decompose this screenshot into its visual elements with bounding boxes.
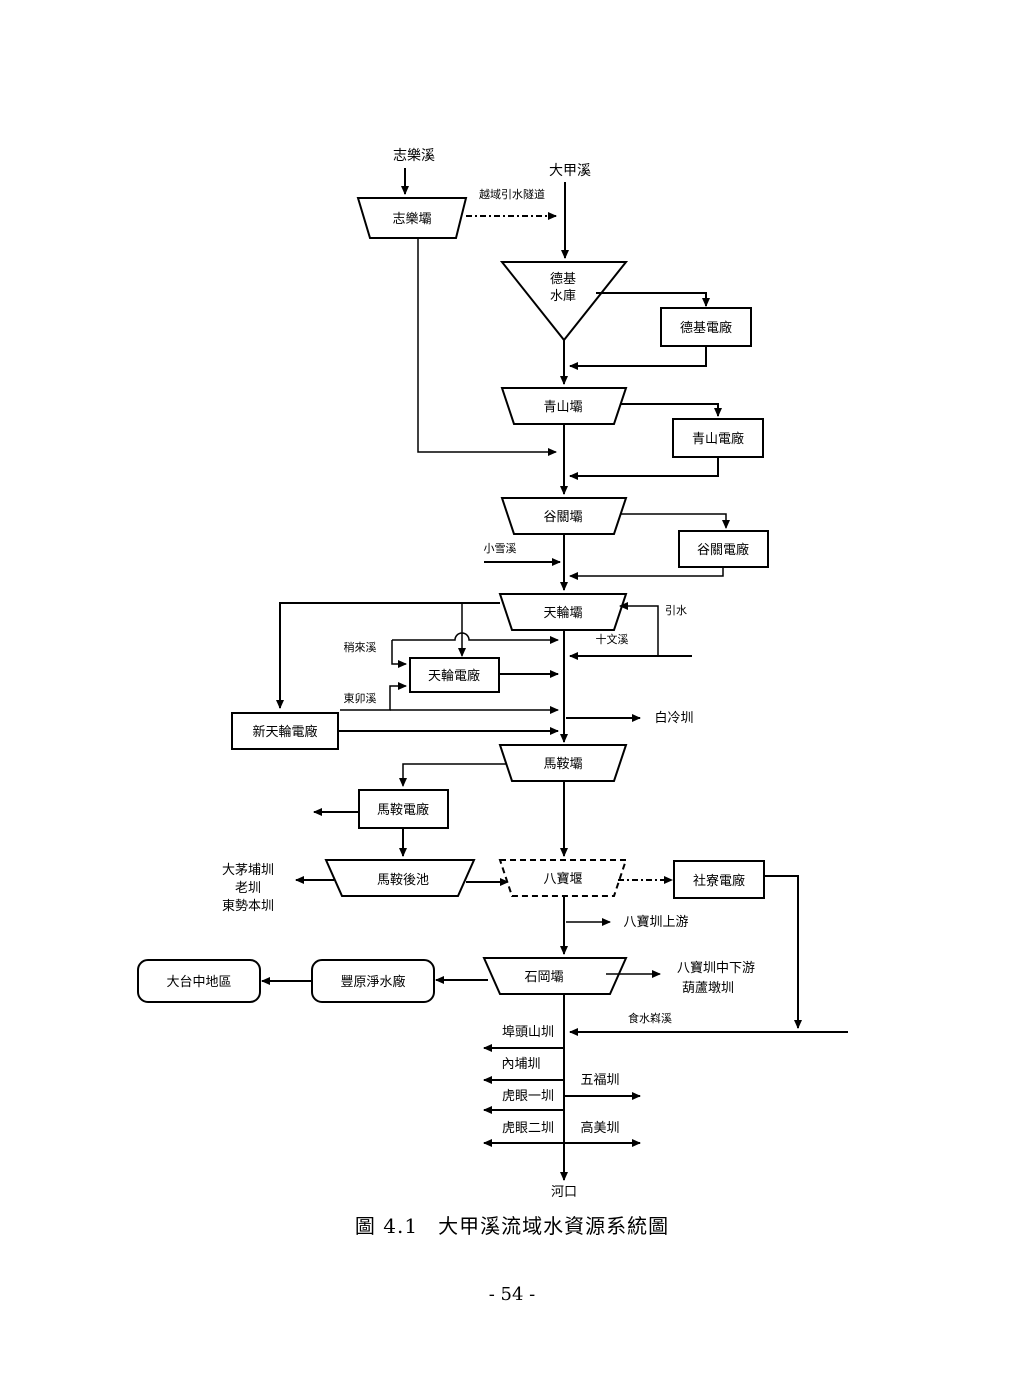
water-system-diagram: 志樂溪 大甲溪 志樂壩 越域引水隧道 德基 水庫 德基電廠 青山壩 青山電廠 谷… — [137, 147, 848, 1200]
maan-power-label: 馬鞍電廠 — [377, 802, 429, 818]
guguan-weir-shape — [500, 497, 628, 535]
new-tianlun-power-label: 新天輪電廠 — [252, 724, 317, 740]
babao-weir-shape — [498, 859, 628, 897]
baileng-canal-label: 白冷圳 — [654, 710, 693, 726]
figure-title: 大甲溪流域水資源系統圖 — [438, 1214, 670, 1238]
deji-power-feed — [596, 292, 710, 307]
tianlun-power-label: 天輪電廠 — [428, 668, 480, 684]
shigang-weir-label: 石岡壩 — [524, 970, 563, 985]
page-number: - 54 - — [488, 1284, 536, 1305]
maan-pond-shape — [324, 859, 476, 897]
shaolai-creek-label: 稍來溪 — [344, 640, 377, 654]
guguan-power-feed — [620, 513, 730, 529]
qingshan-power-label: 青山電廠 — [692, 431, 744, 447]
qingshan-power-return — [569, 457, 719, 480]
sheliao-power-label: 社寮電廠 — [693, 873, 745, 889]
zhile-weir-label: 志樂壩 — [392, 211, 431, 227]
guguan-power-return — [569, 567, 724, 580]
estuary-label: 河口 — [551, 1185, 577, 1200]
qingshan-weir-shape — [500, 387, 628, 425]
shigang-weir-shape — [482, 957, 628, 995]
figure-caption: 圖 4.1 大甲溪流域水資源系統圖 — [0, 1210, 1024, 1239]
maan-weir-label: 馬鞍壩 — [543, 756, 582, 772]
maan-power-feed — [399, 763, 506, 787]
shaolai-creek-arrow — [392, 632, 559, 644]
sheliao-power-return — [764, 875, 802, 1029]
deji-power-label: 德基電廠 — [680, 320, 732, 336]
shiwen-creek-label: 十文溪 — [596, 632, 629, 646]
yinshui-label: 引水 — [665, 603, 687, 617]
new-tianlun-feed — [276, 602, 500, 709]
guguan-power-label: 谷關電廠 — [697, 542, 749, 558]
tunnel-label: 越域引水隧道 — [479, 187, 545, 201]
qingshan-power-box — [672, 418, 764, 458]
babao-upper-label: 八寶圳上游 — [623, 914, 688, 930]
huyan1-canal-label: 虎眼一圳 — [502, 1089, 554, 1104]
figure-number: 圖 4.1 — [354, 1214, 419, 1238]
fengyuan-plant-label: 豐原淨水廠 — [340, 974, 405, 990]
deji-reservoir-label-2: 水庫 — [550, 289, 576, 304]
babao-weir-label: 八寶堰 — [543, 871, 582, 887]
deji-reservoir-shape — [499, 261, 629, 342]
babao-midlower-label: 八寶圳中下游 — [677, 960, 755, 976]
dongmao-to-tianlun — [340, 682, 407, 711]
taichung-area-label: 大台中地區 — [166, 975, 231, 990]
gaomei-canal-label: 高美圳 — [580, 1120, 619, 1136]
hulutun-canal-label: 葫蘆墩圳 — [682, 981, 734, 996]
sheliao-power-box — [673, 860, 765, 899]
xiaoxue-creek-label: 小雪溪 — [484, 542, 517, 555]
deji-power-return — [569, 346, 707, 370]
yinshui-arrow — [619, 602, 659, 622]
shishuike-creek-label: 食水嵙溪 — [628, 1011, 672, 1025]
neipu-canal-label: 內埔圳 — [501, 1057, 540, 1072]
guguan-weir-label: 谷關壩 — [543, 510, 582, 525]
maan-weir-shape — [498, 744, 628, 782]
qingshan-weir-label: 青山壩 — [543, 400, 582, 415]
tianlun-weir-shape — [498, 593, 628, 631]
deji-reservoir-label-1: 德基 — [550, 272, 576, 287]
left-canal-2-label: 老圳 — [235, 881, 261, 896]
dongmao-creek-label: 東卯溪 — [344, 692, 377, 705]
taichung-area-box — [137, 959, 261, 1003]
dajia-creek-label: 大甲溪 — [549, 163, 591, 179]
huyan2-canal-label: 虎眼二圳 — [502, 1121, 554, 1136]
wufu-canal-label: 五福圳 — [580, 1073, 619, 1088]
shaolai-to-tianlun — [391, 640, 407, 668]
zhile-weir-shape — [356, 197, 468, 239]
daotoushan-canal-label: 埠頭山圳 — [502, 1025, 554, 1040]
qingshan-power-feed — [620, 403, 722, 417]
tianlun-weir-label: 天輪壩 — [543, 605, 582, 621]
left-canal-3-label: 東勢本圳 — [222, 898, 274, 914]
left-canal-1-label: 大茅埔圳 — [222, 863, 274, 878]
zhile-creek-label: 志樂溪 — [393, 147, 435, 164]
zhile-bypass-line — [417, 238, 557, 456]
maan-pond-label: 馬鞍後池 — [377, 872, 429, 888]
